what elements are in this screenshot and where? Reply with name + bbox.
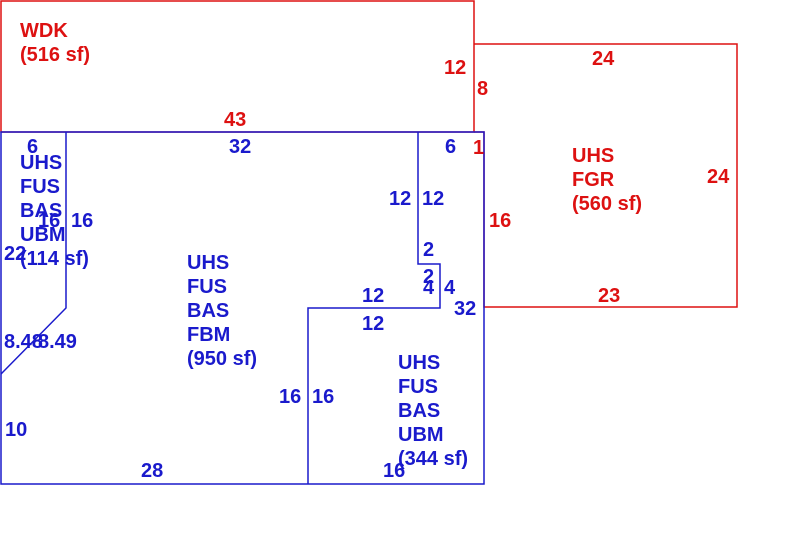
wdk-area: (516 sf) <box>20 44 90 66</box>
dim-left-16b: 16 <box>71 210 93 232</box>
dim-fgr-bottom: 23 <box>598 285 620 307</box>
dim-inner-16b: 16 <box>312 386 334 408</box>
dim-four-a: 4 <box>423 277 435 299</box>
dim-four-b: 4 <box>444 277 456 299</box>
dim-wdk-right: 12 <box>444 57 466 79</box>
dim-diag-a: 8.48 <box>4 331 43 353</box>
left-ubm-outline <box>0 132 67 375</box>
blue-outlines <box>0 131 485 485</box>
dim-notch-right: 12 <box>422 188 444 210</box>
red-outlines <box>0 0 738 308</box>
dim-notch-left: 12 <box>389 188 411 210</box>
dim-bottom-28: 28 <box>141 460 163 482</box>
right-ubm-line2: FUS <box>398 376 438 398</box>
dim-top-right: 6 <box>445 136 456 158</box>
left-ubm-line1: UHS <box>20 152 62 174</box>
left-ubm-line2: FUS <box>20 176 60 198</box>
dim-two-b: 2 <box>423 266 434 288</box>
right-ubm-area: (344 sf) <box>398 448 468 470</box>
left-ubm-area: (114 sf) <box>20 248 89 270</box>
center-fbm-line2: FUS <box>187 276 227 298</box>
dim-right-side: 32 <box>454 298 476 320</box>
dim-two-a: 2 <box>423 239 434 261</box>
right-ubm-line3: BAS <box>398 400 440 422</box>
dim-fgr-right: 24 <box>707 166 730 188</box>
garage-label-line2: FGR <box>572 169 615 191</box>
dim-wdk-bottom: 43 <box>224 109 246 131</box>
dim-inner-16a: 16 <box>279 386 301 408</box>
dim-left-16a: 16 <box>38 210 60 232</box>
dim-one: 1 <box>473 137 484 159</box>
dim-left-10: 10 <box>5 419 27 441</box>
dim-left-22: 22 <box>4 243 26 265</box>
garage-area: (560 sf) <box>572 193 642 215</box>
center-fbm-line4: FBM <box>187 324 230 346</box>
wdk-label: WDK <box>20 20 68 42</box>
garage-label-line1: UHS <box>572 145 614 167</box>
dim-bottom-16: 16 <box>383 460 405 482</box>
dim-top-left: 6 <box>27 136 38 158</box>
center-fbm-line1: UHS <box>187 252 229 274</box>
right-ubm-line1: UHS <box>398 352 440 374</box>
right-ubm-line4: UBM <box>398 424 444 446</box>
dim-inner-top: 12 <box>362 285 384 307</box>
basement-outline <box>0 131 485 485</box>
center-fbm-line3: BAS <box>187 300 229 322</box>
left-ubm-line3: BAS <box>20 200 62 222</box>
dim-fgr-top: 24 <box>592 48 615 70</box>
center-divider <box>307 132 441 484</box>
dim-top-mid: 32 <box>229 136 251 158</box>
center-fbm-area: (950 sf) <box>187 348 257 370</box>
dim-fgr-left: 16 <box>489 210 511 232</box>
dim-diag-b: 8.49 <box>38 331 77 353</box>
left-ubm-line4: UBM <box>20 224 66 246</box>
dim-inner-bottom: 12 <box>362 313 384 335</box>
dim-step: 8 <box>477 78 488 100</box>
